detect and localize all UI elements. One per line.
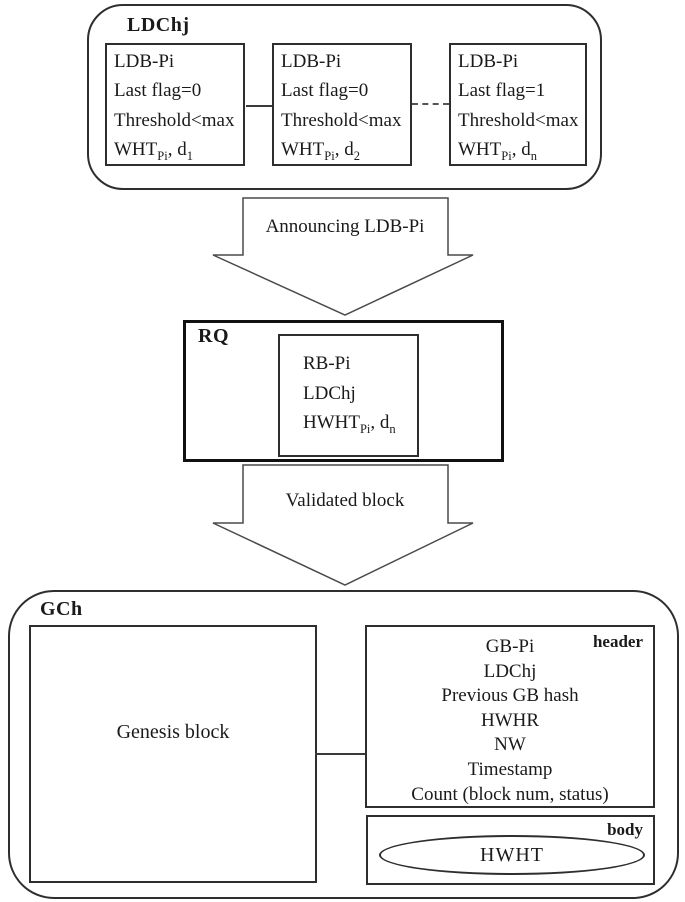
rq-title: RQ xyxy=(198,325,229,347)
header-line-prevhash: Previous GB hash xyxy=(441,685,579,707)
genesis-block-label: Genesis block xyxy=(116,720,230,743)
header-line-gbpi: GB-Pi xyxy=(485,636,535,657)
gch-container: GCh Genesis block header GB-Pi LDChj Pre… xyxy=(8,590,679,899)
body-corner-label: body xyxy=(607,820,643,839)
ldb-block-n: LDB-Pi Last flag=1 Threshold<max WHTPi, … xyxy=(449,43,587,166)
ldb-block-2: LDB-Pi Last flag=0 Threshold<max WHTPi, … xyxy=(272,43,412,166)
down-arrow-icon xyxy=(212,464,474,586)
rb-ldchj: LDChj xyxy=(303,382,356,404)
ldb1-wht-formula: WHTPi, d1 xyxy=(114,139,193,164)
ldbn-flag: Last flag=1 xyxy=(458,80,546,102)
block-connector-dashed xyxy=(412,103,449,105)
ldb1-id: LDB-Pi xyxy=(114,51,175,72)
validated-arrow: Validated block xyxy=(205,462,485,588)
rb-id: RB-Pi xyxy=(303,353,351,374)
down-arrow-icon xyxy=(212,197,474,316)
ldb1-flag: Last flag=0 xyxy=(114,80,202,102)
rb-hwht-formula: HWHTPi, dn xyxy=(303,412,396,436)
rq-container: RQ RB-Pi LDChj HWHTPi, dn xyxy=(183,320,504,462)
ldchj-title: LDChj xyxy=(127,14,190,36)
header-corner-label: header xyxy=(592,632,643,651)
ldb1-threshold: Threshold<max xyxy=(114,109,235,131)
gb-body-block: body HWHT xyxy=(366,815,655,885)
genesis-header-connector xyxy=(315,753,367,755)
gch-title: GCh xyxy=(40,598,83,620)
block-connector-solid xyxy=(246,105,272,107)
header-line-hwhr: HWHR xyxy=(480,709,540,731)
header-line-nw: NW xyxy=(494,734,526,756)
hwht-label: HWHT xyxy=(480,843,544,866)
ldb2-wht-formula: WHTPi, d2 xyxy=(281,139,360,164)
ldbn-threshold: Threshold<max xyxy=(458,109,579,131)
ldb-block-1: LDB-Pi Last flag=0 Threshold<max WHTPi, … xyxy=(105,43,245,166)
hwht-ellipse: HWHT xyxy=(379,835,645,875)
ldbn-wht-formula: WHTPi, dn xyxy=(458,139,537,164)
validated-arrow-label: Validated block xyxy=(285,490,405,511)
rb-block: RB-Pi LDChj HWHTPi, dn xyxy=(278,334,419,457)
announcing-arrow-label: Announcing LDB-Pi xyxy=(265,216,425,237)
genesis-block: Genesis block xyxy=(29,625,317,883)
ldb2-threshold: Threshold<max xyxy=(281,109,402,131)
announcing-arrow: Announcing LDB-Pi xyxy=(205,195,485,320)
header-line-count: Count (block num, status) xyxy=(411,783,609,805)
header-line-timestamp: Timestamp xyxy=(467,758,553,780)
ldbn-id: LDB-Pi xyxy=(458,51,519,72)
ldchj-container: LDChj LDB-Pi Last flag=0 Threshold<max W… xyxy=(87,4,602,190)
header-line-ldchj: LDChj xyxy=(483,660,537,682)
gb-header-block: header GB-Pi LDChj Previous GB hash HWHR… xyxy=(365,625,655,808)
ldb2-flag: Last flag=0 xyxy=(281,80,369,102)
ldb2-id: LDB-Pi xyxy=(281,51,342,72)
